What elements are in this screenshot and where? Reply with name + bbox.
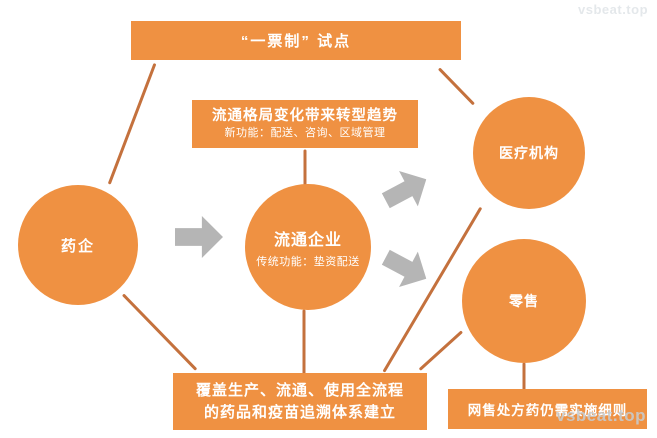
connector-pharma-to-trace [121,293,198,371]
retail-circle-label: 零售 [509,293,539,309]
trace-box-line1: 覆盖生产、流通、使用全流程 [195,381,404,399]
trace-box-line2: 的药品和疫苗追溯体系建立 [203,403,396,421]
connector-retail-to-trace [418,330,464,371]
retail-circle: 零售 [462,239,586,363]
online-rx-box: 网售处方药仍需实施细则 [448,389,647,429]
connector-trend-to-distribution [303,149,307,187]
connector-retail-to-onlinerx [522,362,526,391]
connector-pilot-to-medical [437,67,475,106]
distribution-circle-title: 流通企业 [273,231,342,249]
medical-circle: 医疗机构 [473,97,585,209]
pharma-circle-label: 药企 [60,237,95,255]
connector-distribution-to-trace [302,309,306,375]
watermark: vsbeat.top [578,2,649,17]
watermark: vsbeat.top [556,406,647,425]
connector-pilot-to-pharma [107,62,157,185]
distribution-circle-subtitle: 传统功能：垫资配送 [256,255,360,268]
online-rx-box-label: 网售处方药仍需实施细则 [467,403,628,418]
flow-arrow-pharma-to-distribution-icon [175,216,223,258]
pilot-box: “一票制” 试点 [131,21,461,60]
trend-box-subtitle: 新功能：配送、咨询、区域管理 [224,127,386,140]
flow-arrow-distribution-to-medical-icon [376,162,435,219]
trend-box-title: 流通格局变化带来转型趋势 [212,108,398,125]
medical-circle-label: 医疗机构 [499,145,559,161]
distribution-circle: 流通企业 传统功能：垫资配送 [245,184,371,310]
trace-box: 覆盖生产、流通、使用全流程 的药品和疫苗追溯体系建立 [173,373,427,430]
pharma-circle: 药企 [18,185,138,305]
trend-box: 流通格局变化带来转型趋势 新功能：配送、咨询、区域管理 [192,100,418,148]
pilot-box-label: “一票制” 试点 [240,33,352,50]
flow-arrow-distribution-to-retail-icon [376,240,435,297]
